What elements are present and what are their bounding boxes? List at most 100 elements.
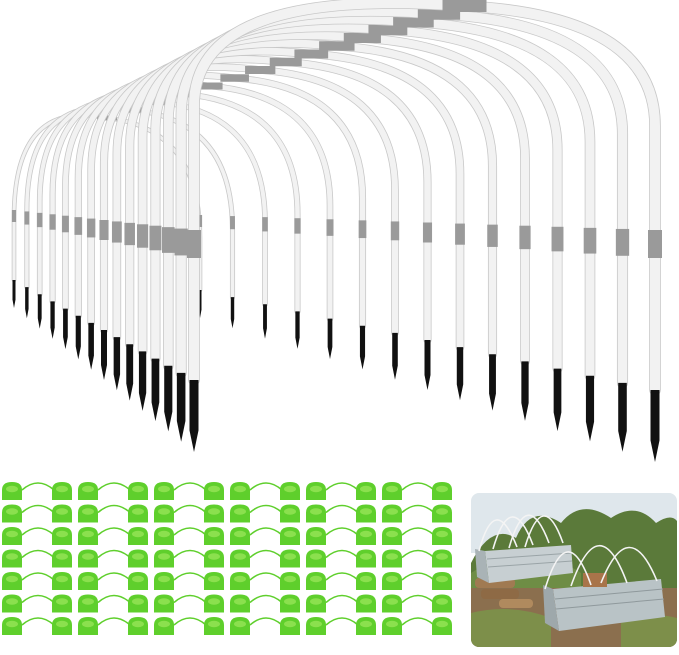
- metal-connector: [174, 228, 188, 256]
- snap-clip: [306, 617, 326, 635]
- snap-clip: [52, 594, 72, 613]
- snap-clip: [230, 617, 250, 635]
- snap-clip-pair: [154, 594, 224, 613]
- metal-connector: [442, 0, 487, 12]
- snap-clip: [2, 482, 22, 500]
- snap-clip: [280, 482, 300, 500]
- snap-clip-pair: [78, 504, 148, 523]
- ground-stake: [650, 390, 660, 462]
- ground-stake: [37, 294, 42, 329]
- snap-clip: [356, 482, 376, 500]
- snap-clip-pair: [230, 527, 300, 545]
- snap-clip: [78, 482, 98, 500]
- snap-clip: [356, 549, 376, 568]
- snap-clip: [154, 594, 174, 613]
- snap-clip: [204, 549, 224, 568]
- snap-clip: [78, 617, 98, 635]
- snap-clip-pair: [154, 549, 224, 568]
- snap-clip: [52, 504, 72, 523]
- ground-stake: [327, 318, 333, 360]
- snap-clip-pair: [78, 594, 148, 613]
- snap-clip: [306, 572, 326, 590]
- snap-clip: [154, 572, 174, 590]
- ground-stake: [359, 325, 366, 370]
- snap-clip: [432, 572, 452, 590]
- snap-clip: [2, 504, 22, 523]
- snap-clip: [2, 572, 22, 590]
- snap-clip-pair: [78, 527, 148, 545]
- metal-connector: [294, 49, 329, 59]
- snap-clip-pair: [382, 482, 452, 500]
- metal-connector: [417, 8, 461, 20]
- snap-clip-pair: [306, 549, 376, 568]
- ground-stake: [263, 304, 267, 339]
- ground-stake: [295, 311, 300, 349]
- metal-connector: [487, 224, 498, 247]
- green-clips-illustration: [2, 482, 452, 635]
- snap-clip: [52, 572, 72, 590]
- ground-stake: [101, 330, 107, 380]
- snap-clip-pair: [306, 594, 376, 613]
- garden-hoop: [187, 0, 662, 462]
- metal-connector: [648, 230, 662, 258]
- snap-clip: [356, 572, 376, 590]
- snap-clip: [2, 549, 22, 568]
- snap-clip: [154, 549, 174, 568]
- snap-clip: [306, 504, 326, 523]
- ground-stake: [585, 375, 595, 442]
- snap-clip: [128, 617, 148, 635]
- snap-clip: [230, 572, 250, 590]
- garden-hoop: [61, 79, 334, 360]
- snap-clip: [154, 527, 174, 545]
- snap-clip: [382, 482, 402, 500]
- snap-clip: [128, 504, 148, 523]
- snap-clip-pair: [154, 504, 224, 523]
- garden-hoop: [161, 13, 597, 442]
- garden-hoop: [99, 55, 433, 390]
- snap-clip-pair: [306, 527, 376, 545]
- snap-clip: [432, 617, 452, 635]
- snap-clip: [382, 594, 402, 613]
- ground-stake: [618, 382, 627, 452]
- snap-clip: [128, 594, 148, 613]
- garden-hoop: [149, 22, 564, 432]
- metal-connector: [49, 214, 56, 230]
- snap-clip: [230, 527, 250, 545]
- snap-clip-pair: [2, 527, 72, 545]
- snap-clip-pair: [154, 572, 224, 590]
- garden-hoop: [86, 63, 400, 380]
- snap-clip-pair: [2, 572, 72, 590]
- snap-clip: [204, 504, 224, 523]
- snap-clip: [128, 527, 148, 545]
- snap-clip: [280, 572, 300, 590]
- ground-stake: [553, 368, 562, 432]
- metal-connector: [220, 74, 249, 82]
- grass-patch-right: [621, 615, 677, 647]
- metal-connector: [422, 222, 433, 243]
- snap-clip: [356, 527, 376, 545]
- ground-stake: [164, 365, 173, 432]
- snap-clip: [306, 594, 326, 613]
- metal-connector: [455, 223, 465, 245]
- snap-clip-pair: [154, 617, 224, 635]
- snap-clip: [382, 504, 402, 523]
- metal-connector: [358, 220, 367, 239]
- metal-connector: [74, 217, 83, 235]
- metal-connector: [343, 33, 381, 43]
- garden-hoop: [74, 71, 367, 370]
- metal-connector: [262, 217, 268, 232]
- metal-connector: [11, 210, 17, 222]
- metal-connector: [294, 218, 301, 234]
- snap-clip: [78, 549, 98, 568]
- metal-connector: [187, 230, 201, 258]
- metal-connector: [149, 225, 162, 251]
- snap-clip: [204, 527, 224, 545]
- snap-clip: [230, 594, 250, 613]
- metal-connector: [393, 16, 434, 28]
- snap-clip-pair: [154, 482, 224, 500]
- snap-clip-pair: [2, 594, 72, 613]
- raised-bed-photo-inset: [471, 493, 677, 647]
- snap-clip-pair: [382, 594, 452, 613]
- ground-stake: [189, 380, 199, 452]
- snap-clip-pair: [382, 549, 452, 568]
